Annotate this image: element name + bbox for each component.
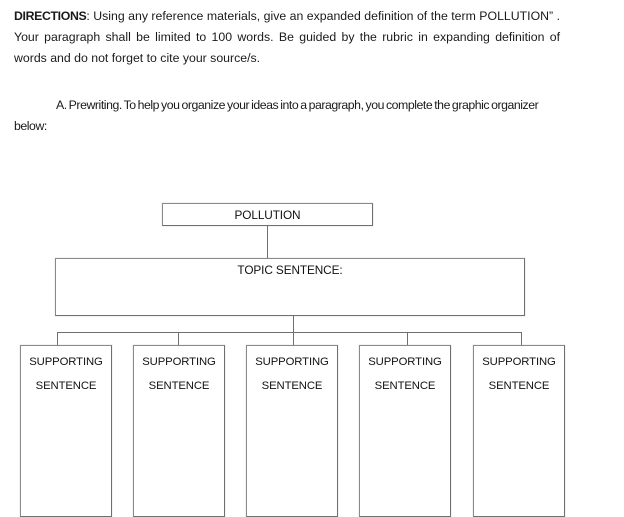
organizer-node-pollution[interactable]: POLLUTION (162, 203, 373, 226)
organizer-node-supporting-5[interactable]: SUPPORTING SENTENCE (473, 345, 565, 517)
organizer-node-topic-sentence[interactable]: TOPIC SENTENCE: (55, 258, 525, 316)
connector-topic-to-bus (293, 316, 294, 332)
organizer-node-supporting-3-line2: SENTENCE (261, 380, 323, 392)
connector-pollution-to-topic (267, 226, 268, 258)
organizer-node-supporting-1-line2: SENTENCE (35, 380, 97, 392)
organizer-node-supporting-1[interactable]: SUPPORTING SENTENCE (20, 345, 112, 517)
organizer-node-supporting-2-line2: SENTENCE (148, 380, 210, 392)
organizer-node-supporting-4[interactable]: SUPPORTING SENTENCE (359, 345, 451, 517)
organizer-node-supporting-4-line2: SENTENCE (374, 380, 436, 392)
prewriting-paragraph: A. Prewriting. To help you organize your… (14, 95, 560, 137)
connector-stub-4 (407, 332, 408, 345)
connector-stub-2 (178, 332, 179, 345)
organizer-node-supporting-4-line1: SUPPORTING (368, 356, 442, 368)
organizer-node-supporting-2-line1: SUPPORTING (142, 356, 216, 368)
organizer-node-supporting-2[interactable]: SUPPORTING SENTENCE (133, 345, 225, 517)
organizer-node-supporting-3-line1: SUPPORTING (255, 356, 329, 368)
connector-stub-5 (521, 332, 522, 345)
connector-stub-3 (293, 332, 294, 345)
prewriting-text: A. Prewriting. To help you organize your… (14, 98, 539, 133)
directions-paragraph: DIRECTIONS: Using any reference material… (14, 6, 560, 69)
directions-body: Using any reference materials, give an e… (14, 9, 560, 65)
organizer-node-topic-sentence-label: TOPIC SENTENCE: (237, 263, 343, 277)
organizer-node-supporting-1-line1: SUPPORTING (29, 356, 103, 368)
directions-separator: : (86, 9, 90, 23)
directions-label: DIRECTIONS (14, 9, 87, 23)
organizer-node-supporting-3[interactable]: SUPPORTING SENTENCE (246, 345, 338, 517)
instructions-block: DIRECTIONS: Using any reference material… (14, 6, 560, 137)
organizer-node-supporting-5-line1: SUPPORTING (482, 356, 556, 368)
organizer-node-supporting-5-line2: SENTENCE (488, 380, 550, 392)
organizer-node-pollution-label: POLLUTION (234, 208, 301, 222)
connector-stub-1 (57, 332, 58, 345)
connector-horizontal-bus (57, 332, 521, 333)
